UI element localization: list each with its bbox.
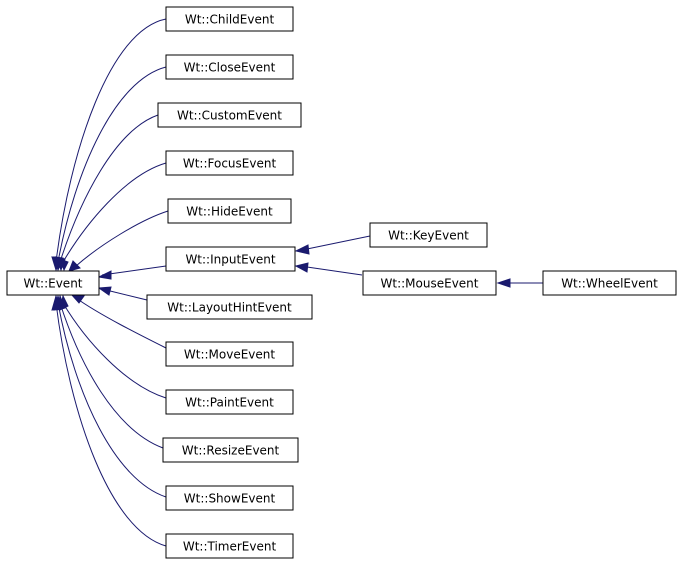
edge-showevent-to-event <box>57 302 167 498</box>
node-label: Wt::ShowEvent <box>184 492 276 506</box>
arrowhead-wheelevent <box>496 278 511 288</box>
node-label: Wt::MouseEvent <box>381 277 479 291</box>
edge-childevent-to-event <box>55 18 167 263</box>
arrowhead-mouseevent <box>294 262 309 273</box>
inheritance-edges <box>55 18 543 547</box>
node-focus-event[interactable]: Wt::FocusEvent <box>165 150 294 176</box>
edge-moveevent-to-event <box>75 297 167 349</box>
arrowhead-timerevent <box>51 294 61 311</box>
edge-closeevent-to-event <box>57 66 167 263</box>
node-label: Wt::HideEvent <box>186 205 273 219</box>
node-timer-event[interactable]: Wt::TimerEvent <box>165 533 294 559</box>
node-layout-hint-event[interactable]: Wt::LayoutHintEvent <box>146 294 313 320</box>
node-label: Wt::PaintEvent <box>185 396 274 410</box>
node-label: Wt::LayoutHintEvent <box>167 301 292 315</box>
edge-hideevent-to-event <box>75 210 169 267</box>
edge-keyevent-to-inputevent <box>306 235 371 250</box>
node-child-event[interactable]: Wt::ChildEvent <box>165 6 294 32</box>
edge-timerevent-to-event <box>55 302 167 547</box>
node-hide-event[interactable]: Wt::HideEvent <box>167 198 292 224</box>
node-label: Wt::ResizeEvent <box>182 444 280 458</box>
node-custom-event[interactable]: Wt::CustomEvent <box>157 102 302 128</box>
node-label: Wt::WheelEvent <box>561 277 658 291</box>
node-event[interactable]: Wt::Event <box>6 270 100 296</box>
node-show-event[interactable]: Wt::ShowEvent <box>165 485 294 511</box>
node-label: Wt::KeyEvent <box>388 229 469 243</box>
node-label: Wt::TimerEvent <box>183 540 277 554</box>
node-label: Wt::Event <box>23 277 82 291</box>
node-label: Wt::ChildEvent <box>185 13 275 27</box>
node-resize-event[interactable]: Wt::ResizeEvent <box>162 437 299 463</box>
arrowhead-focusevent <box>59 258 69 272</box>
edge-inputevent-to-event <box>101 265 167 276</box>
edge-customevent-to-event <box>59 114 159 263</box>
node-mouse-event[interactable]: Wt::MouseEvent <box>362 270 497 296</box>
node-label: Wt::MoveEvent <box>184 348 276 362</box>
node-wheel-event[interactable]: Wt::WheelEvent <box>542 270 677 296</box>
node-paint-event[interactable]: Wt::PaintEvent <box>165 389 294 415</box>
node-label: Wt::FocusEvent <box>183 157 277 171</box>
arrowhead-keyevent <box>294 244 310 255</box>
arrowhead-inputevent <box>97 270 112 280</box>
node-close-event[interactable]: Wt::CloseEvent <box>165 54 294 80</box>
edge-focusevent-to-event <box>62 162 167 263</box>
node-input-event[interactable]: Wt::InputEvent <box>165 246 296 272</box>
node-label: Wt::CloseEvent <box>184 61 276 75</box>
arrowhead-layouthintevent <box>97 286 112 296</box>
node-move-event[interactable]: Wt::MoveEvent <box>165 341 294 367</box>
arrowhead-hideevent <box>68 260 81 272</box>
node-label: Wt::InputEvent <box>185 253 275 267</box>
edge-mouseevent-to-inputevent <box>306 266 363 276</box>
node-key-event[interactable]: Wt::KeyEvent <box>369 222 488 248</box>
node-label: Wt::CustomEvent <box>177 109 282 123</box>
edge-paintevent-to-event <box>62 302 167 399</box>
edge-arrowheads <box>51 244 511 311</box>
edge-resizeevent-to-event <box>59 302 164 449</box>
